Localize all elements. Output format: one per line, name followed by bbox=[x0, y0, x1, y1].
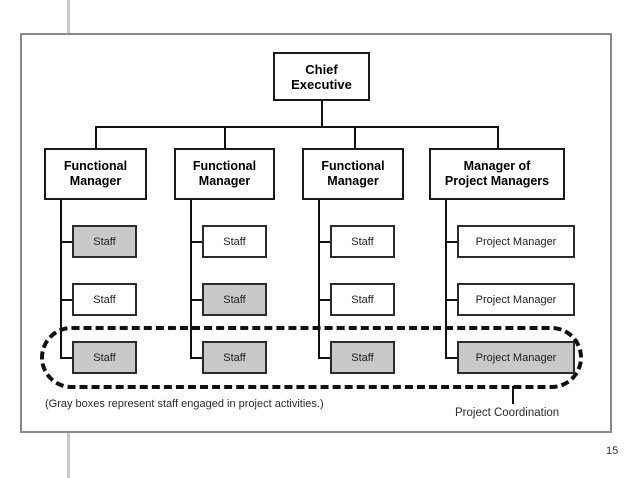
page-number: 15 bbox=[606, 445, 619, 457]
node-col1-row2[interactable]: Staff bbox=[72, 283, 137, 316]
node-label: Functional Manager bbox=[63, 159, 128, 188]
node-col2-row3[interactable]: Staff bbox=[202, 341, 267, 374]
node-col3-row2[interactable]: Staff bbox=[330, 283, 395, 316]
connector-exec-drop bbox=[321, 101, 323, 127]
node-col2-row1[interactable]: Staff bbox=[202, 225, 267, 258]
node-functional-manager-1[interactable]: Functional Manager bbox=[44, 148, 147, 200]
node-col4-row3[interactable]: Project Manager bbox=[457, 341, 575, 374]
node-label: Staff bbox=[223, 293, 246, 306]
legend-caption: (Gray boxes represent staff engaged in p… bbox=[45, 398, 324, 410]
stub-col3-row2 bbox=[318, 299, 331, 301]
node-label: Staff bbox=[223, 235, 246, 248]
connector-drop-col2 bbox=[224, 126, 226, 148]
node-label: Functional Manager bbox=[192, 159, 257, 188]
node-label: Staff bbox=[351, 235, 374, 248]
stub-col4-row1 bbox=[445, 241, 458, 243]
node-label: Staff bbox=[223, 351, 246, 364]
node-col1-row1[interactable]: Staff bbox=[72, 225, 137, 258]
node-label: Staff bbox=[93, 351, 116, 364]
stub-col1-row1 bbox=[60, 241, 73, 243]
node-label: Staff bbox=[351, 293, 374, 306]
stub-col2-row2 bbox=[190, 299, 203, 301]
spine-col1 bbox=[60, 200, 62, 359]
spine-col3 bbox=[318, 200, 320, 359]
connector-drop-col4 bbox=[497, 126, 499, 148]
node-label: Project Manager bbox=[475, 351, 557, 364]
node-label: Project Manager bbox=[475, 293, 557, 306]
node-col2-row2[interactable]: Staff bbox=[202, 283, 267, 316]
node-label: Staff bbox=[93, 293, 116, 306]
node-label: Staff bbox=[351, 351, 374, 364]
node-label: Manager of Project Managers bbox=[444, 159, 550, 188]
spine-col4 bbox=[445, 200, 447, 359]
stub-col3-row1 bbox=[318, 241, 331, 243]
node-col3-row3[interactable]: Staff bbox=[330, 341, 395, 374]
stub-col1-row2 bbox=[60, 299, 73, 301]
stub-col2-row1 bbox=[190, 241, 203, 243]
node-col3-row1[interactable]: Staff bbox=[330, 225, 395, 258]
node-label: Staff bbox=[93, 235, 116, 248]
node-col1-row3[interactable]: Staff bbox=[72, 341, 137, 374]
node-functional-manager-3[interactable]: Functional Manager bbox=[302, 148, 404, 200]
node-functional-manager-2[interactable]: Functional Manager bbox=[174, 148, 275, 200]
node-col4-row2[interactable]: Project Manager bbox=[457, 283, 575, 316]
project-coordination-oval bbox=[40, 326, 583, 389]
stub-col4-row3 bbox=[445, 357, 458, 359]
connector-bus bbox=[95, 126, 499, 128]
node-col4-row1[interactable]: Project Manager bbox=[457, 225, 575, 258]
node-chief-executive[interactable]: Chief Executive bbox=[273, 52, 370, 101]
stub-col3-row3 bbox=[318, 357, 331, 359]
node-label: Project Manager bbox=[475, 235, 557, 248]
spine-col2 bbox=[190, 200, 192, 359]
connector-drop-col1 bbox=[95, 126, 97, 148]
node-label: Functional Manager bbox=[321, 159, 385, 188]
connector-drop-col3 bbox=[354, 126, 356, 148]
stub-col4-row2 bbox=[445, 299, 458, 301]
stub-col2-row3 bbox=[190, 357, 203, 359]
coordination-label: Project Coordination bbox=[455, 407, 560, 419]
coordination-leader-line bbox=[512, 386, 514, 404]
node-label: Chief Executive bbox=[291, 61, 352, 92]
node-manager-of-project-managers[interactable]: Manager of Project Managers bbox=[429, 148, 565, 200]
